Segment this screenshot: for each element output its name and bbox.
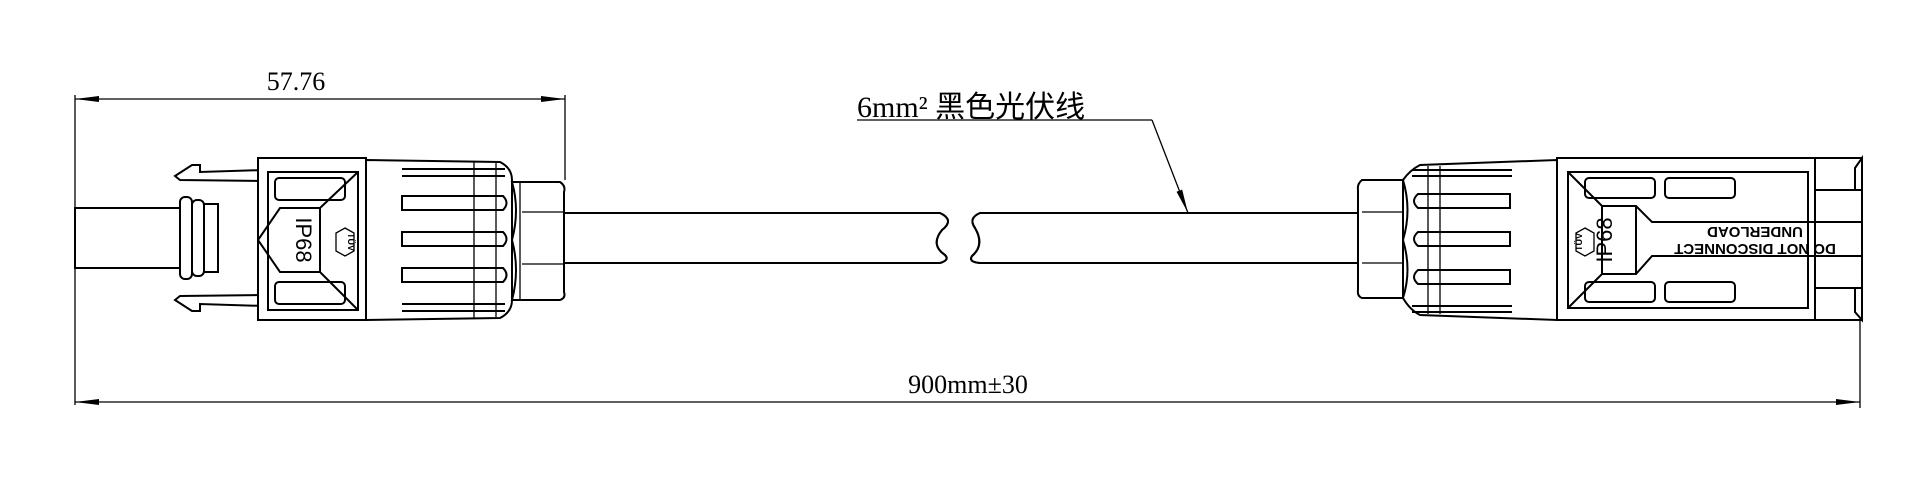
- total-length-dimension: 900mm±30: [75, 320, 1861, 408]
- svg-text:TÜV: TÜV: [346, 233, 356, 251]
- cable-stub: [74, 207, 181, 269]
- dimension-value: 57.76: [267, 67, 326, 96]
- right-connector: IP68 TÜV DO NOT DISCONNECT UNDERLOAD: [1356, 154, 1863, 323]
- locking-nut: [365, 158, 513, 322]
- warning-line-2: UNDERLOAD: [1707, 223, 1803, 240]
- latch-clip-top: [173, 164, 266, 182]
- cable-label-leader: 6mm² 黑色光伏线: [857, 91, 1189, 214]
- warning-line-1: DO NOT DISCONNECT: [1674, 240, 1836, 257]
- ip68-label: IP68: [1592, 217, 1617, 262]
- cable-label: 6mm² 黑色光伏线: [857, 91, 1085, 124]
- ip68-label: IP68: [291, 217, 316, 262]
- locking-nut: [1401, 158, 1558, 322]
- latch-clip-bottom: [173, 294, 266, 312]
- tuv-logo-icon: TÜV: [335, 227, 356, 257]
- dimension-value: 900mm±30: [908, 370, 1028, 399]
- leader-arrow: [1151, 119, 1189, 214]
- seal-ring: [179, 196, 193, 280]
- svg-text:TÜV: TÜV: [1574, 233, 1584, 251]
- tuv-logo-icon: TÜV: [1574, 227, 1595, 257]
- cable: [565, 212, 1360, 264]
- cable-gland: [1356, 179, 1404, 299]
- left-connector: IP68 TÜV: [74, 157, 566, 322]
- connector-length-dimension: 57.76: [74, 67, 566, 405]
